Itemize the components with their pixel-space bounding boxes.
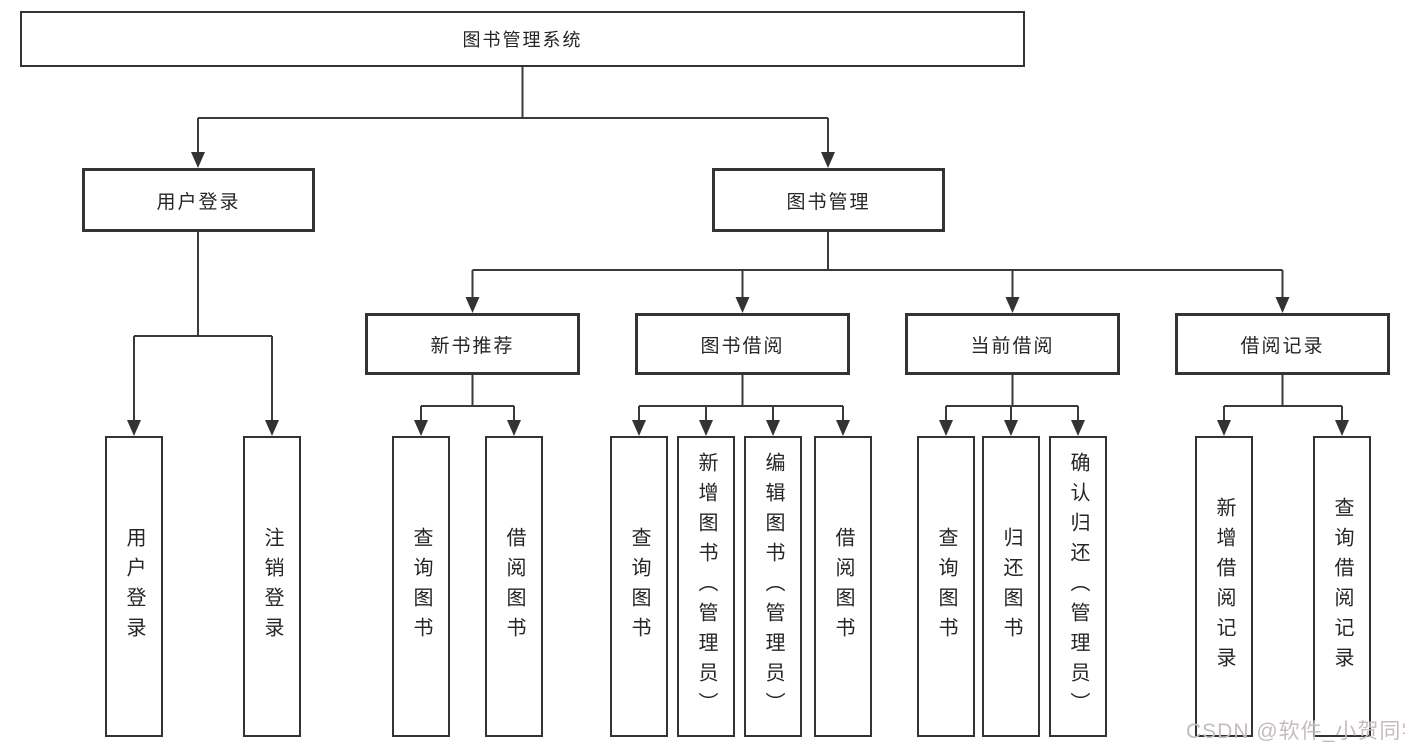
node-borrowing-records-label: 借阅记录 [1240,335,1325,357]
node-book-borrowing-label: 图书借阅 [700,335,785,357]
node-book-borrowing: 图书借阅 [635,313,850,375]
node-book-management: 图书管理 [712,168,945,232]
leaf-logout: 注销登录 [243,436,301,737]
node-borrowing-records: 借阅记录 [1175,313,1390,375]
node-new-book-recommend: 新书推荐 [365,313,580,375]
leaf-add-books-admin-label: 新增图书（管理员） [695,451,717,722]
node-new-book-recommend-label: 新书推荐 [430,335,515,357]
leaf-query-books-borrowing-label: 查询图书 [628,526,650,647]
leaf-return-books: 归还图书 [982,436,1040,737]
arrowheads [127,152,1349,436]
leaf-borrow-books-recommend: 借阅图书 [485,436,543,737]
node-root: 图书管理系统 [20,11,1025,67]
leaf-edit-books-admin: 编辑图书（管理员） [744,436,802,737]
leaf-logout-label: 注销登录 [261,526,283,647]
leaf-return-books-label: 归还图书 [1000,526,1022,647]
node-current-borrowing-label: 当前借阅 [970,335,1055,357]
node-current-borrowing: 当前借阅 [905,313,1120,375]
leaf-borrow-books-borrowing: 借阅图书 [814,436,872,737]
node-book-management-label: 图书管理 [786,191,871,213]
node-user-login: 用户登录 [82,168,315,232]
leaf-query-books-current-label: 查询图书 [935,526,957,647]
watermark: CSDN @软件_小贺同学 [1186,720,1405,743]
leaf-confirm-return-admin-label: 确认归还（管理员） [1067,451,1089,722]
leaf-query-books-recommend: 查询图书 [392,436,450,737]
leaf-borrow-books-recommend-label: 借阅图书 [503,526,525,647]
leaf-query-books-recommend-label: 查询图书 [410,526,432,647]
leaf-confirm-return-admin: 确认归还（管理员） [1049,436,1107,737]
leaf-query-borrow-record-label: 查询借阅记录 [1331,496,1353,677]
leaf-add-books-admin: 新增图书（管理员） [677,436,735,737]
leaf-add-borrow-record-label: 新增借阅记录 [1213,496,1235,677]
leaf-borrow-books-borrowing-label: 借阅图书 [832,526,854,647]
node-user-login-label: 用户登录 [156,191,241,213]
leaf-query-books-borrowing: 查询图书 [610,436,668,737]
leaf-user-login: 用户登录 [105,436,163,737]
leaf-add-borrow-record: 新增借阅记录 [1195,436,1253,737]
leaf-user-login-label: 用户登录 [123,526,145,647]
leaf-query-borrow-record: 查询借阅记录 [1313,436,1371,737]
node-root-label: 图书管理系统 [462,30,583,50]
leaf-edit-books-admin-label: 编辑图书（管理员） [762,451,784,722]
leaf-query-books-current: 查询图书 [917,436,975,737]
